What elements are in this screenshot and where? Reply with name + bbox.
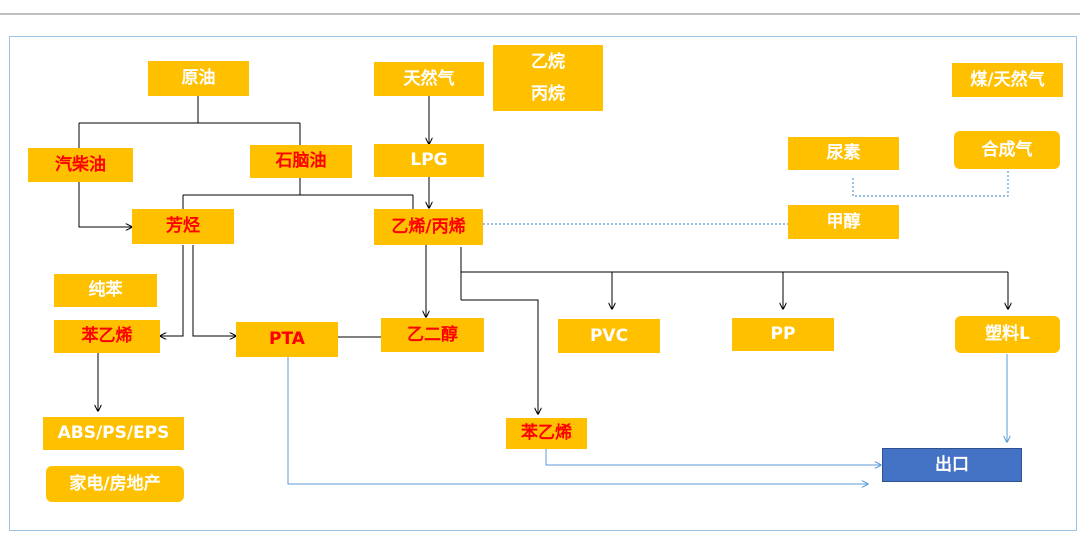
pta-to-export-arrow xyxy=(287,357,868,484)
ethylene-propylene-node: 乙烯/丙烯 xyxy=(374,209,483,245)
styrene-right-node: 苯乙烯 xyxy=(506,418,587,449)
natural-gas-node: 天然气 xyxy=(374,62,484,96)
diesel-to-aromatics-arrow xyxy=(78,182,132,227)
crude-split-line xyxy=(78,96,301,148)
urea-syngas-dotted-line xyxy=(852,170,1009,197)
aromatics-node: 芳烃 xyxy=(132,209,234,244)
plastic-l-node: 塑料L xyxy=(955,316,1060,353)
aromatics-to-pta-arrow xyxy=(192,245,236,336)
naphtha-split-line xyxy=(182,178,414,209)
diagram-frame xyxy=(9,36,1077,531)
pvc-node: PVC xyxy=(558,319,660,353)
ethylene-glycol-node: 乙二醇 xyxy=(381,318,484,352)
styrene-left-node: 苯乙烯 xyxy=(54,320,160,353)
to-styrene-right-arrow xyxy=(461,299,538,414)
abs-ps-eps-node: ABS/PS/EPS xyxy=(43,417,184,450)
olefins-split-line xyxy=(460,247,1008,300)
pure-benzene-node: 纯苯 xyxy=(54,274,157,307)
propane-label: 丙烷 xyxy=(531,84,565,104)
aromatics-to-styrene-arrow xyxy=(160,245,184,336)
lpg-node: LPG xyxy=(374,144,484,177)
pp-node: PP xyxy=(732,318,834,351)
ethane-propane-node: 乙烷 丙烷 xyxy=(493,45,603,111)
urea-node: 尿素 xyxy=(788,137,899,170)
syngas-node: 合成气 xyxy=(954,131,1060,169)
diesel-gasoline-node: 汽柴油 xyxy=(28,148,133,182)
crude-oil-node: 原油 xyxy=(148,61,249,96)
pta-node: PTA xyxy=(236,322,338,357)
naphtha-node: 石脑油 xyxy=(250,145,352,178)
appliance-realestate-node: 家电/房地产 xyxy=(46,466,184,502)
styrene-to-export-arrow xyxy=(545,449,881,465)
ethane-label: 乙烷 xyxy=(531,51,565,72)
methanol-node: 甲醇 xyxy=(788,205,899,239)
top-divider xyxy=(0,13,1080,15)
export-node: 出口 xyxy=(882,448,1022,482)
coal-gas-node: 煤/天然气 xyxy=(952,63,1063,97)
